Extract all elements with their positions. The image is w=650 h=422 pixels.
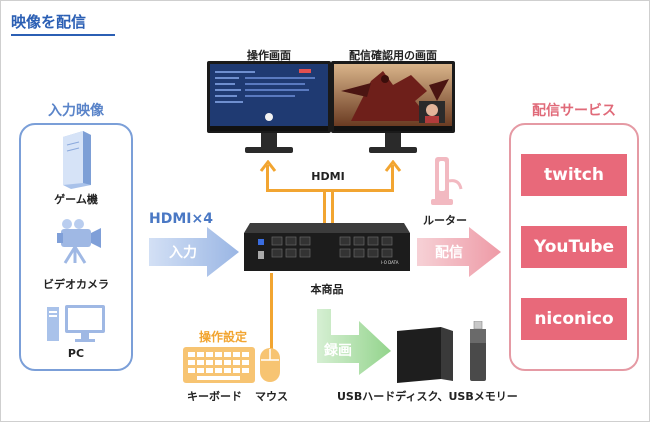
hdmi-line-horizontal (266, 189, 394, 192)
usb-memory-icon (467, 320, 489, 383)
monitor-icon (331, 61, 455, 157)
input-section-title: 入力映像 (48, 103, 104, 119)
service-youtube: YouTube (521, 226, 627, 268)
hdmi-line-monitor-1 (266, 165, 269, 191)
hdmi-line-vertical (331, 191, 334, 223)
hdmi-input-label: HDMI×4 (149, 211, 213, 227)
pc-icon (45, 303, 109, 343)
distribute-arrow (417, 227, 503, 277)
keyboard-label: キーボード (187, 390, 242, 403)
control-title: 操作設定 (199, 330, 248, 344)
monitor-2-label: 配信確認用の画面 (349, 49, 437, 62)
game-console-label: ゲーム機 (54, 193, 98, 206)
pc-label: PC (67, 347, 85, 360)
input-arrow-label: 入力 (169, 245, 197, 261)
monitor-icon (207, 61, 331, 157)
mouse-label: マウス (255, 390, 288, 403)
video-camera-icon (53, 215, 103, 265)
device-brand: I-O DATA (381, 260, 399, 265)
page-title: 映像を配信 (11, 13, 87, 31)
router-label: ルーター (423, 214, 467, 227)
monitor-1-label: 操作画面 (247, 49, 291, 62)
service-twitch: twitch (521, 154, 627, 196)
game-console-icon (57, 131, 97, 189)
device-icon (244, 223, 410, 273)
hdmi-line-monitor-2 (391, 165, 394, 191)
arrow-up-icon (259, 157, 277, 172)
record-arrow-label: 録画 (324, 343, 352, 359)
arrow-up-icon (384, 157, 402, 172)
service-niconico: niconico (521, 298, 627, 340)
record-arrow (315, 309, 393, 375)
storage-label: USBハードディスク、USBメモリー (337, 390, 518, 403)
control-line (270, 273, 273, 351)
mouse-icon (259, 347, 281, 383)
keyboard-icon (183, 347, 255, 383)
title-underline (11, 34, 115, 36)
input-arrow (149, 227, 241, 277)
hdmi-line-vertical (323, 191, 326, 223)
router-icon (425, 155, 467, 207)
device-label: 本商品 (310, 283, 344, 296)
usb-hard-disk-icon (397, 327, 453, 383)
services-title: 配信サービス (532, 103, 616, 119)
video-camera-label: ビデオカメラ (43, 278, 109, 291)
distribute-arrow-label: 配信 (435, 245, 463, 261)
hdmi-output-label: HDMI (311, 170, 345, 183)
